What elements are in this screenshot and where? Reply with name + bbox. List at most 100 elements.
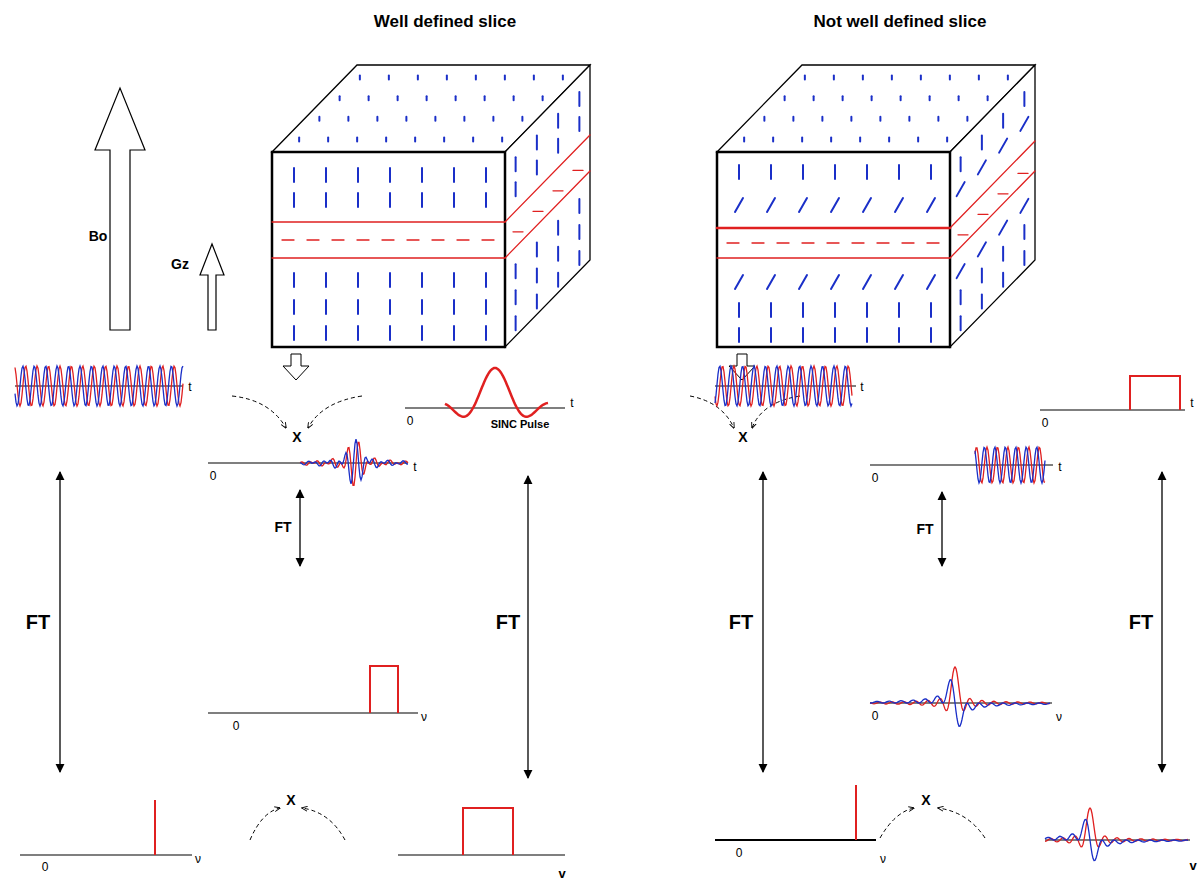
spin-arrow (958, 96, 960, 100)
spin-arrow (421, 168, 423, 182)
spin-arrow (863, 198, 871, 212)
spin-arrow (978, 75, 980, 79)
spin-arrow (898, 303, 900, 317)
generated-strokes (15, 65, 1188, 861)
slice-spin (382, 239, 394, 240)
spin-arrow (957, 182, 965, 196)
slice-spin (307, 239, 319, 240)
spin-arrow (930, 303, 932, 317)
spin-arrow (946, 138, 948, 142)
text-label: X (738, 430, 747, 445)
slice-spin (513, 231, 523, 232)
spin-arrow (492, 117, 494, 121)
spin-arrow (485, 193, 487, 207)
text-label: FT (496, 611, 520, 633)
spin-arrow (357, 168, 359, 182)
spin-arrow (434, 117, 436, 121)
spin-arrow (421, 273, 423, 287)
slice-edge (717, 227, 950, 230)
spin-arrow (834, 303, 836, 317)
spin-arrow (866, 303, 868, 317)
text-label: 0 (872, 472, 879, 485)
text-label: 0 (233, 720, 240, 733)
sinc-pulse (445, 368, 548, 417)
bo-arrow (95, 88, 145, 330)
text-label: 0 (1042, 417, 1049, 430)
spin-arrow (388, 75, 390, 79)
spin-arrow (357, 193, 359, 207)
spin-arrow (339, 96, 341, 100)
spin-arrow (891, 75, 893, 79)
cube-front (717, 152, 950, 347)
spin-arrow (536, 268, 538, 282)
spin-arrow (318, 117, 320, 121)
spin-arrow (578, 92, 580, 106)
spin-arrow (917, 138, 919, 142)
spin-arrow (999, 221, 1007, 235)
spin-arrow (293, 326, 295, 340)
text-label: ν (1056, 711, 1062, 724)
spin-arrow (515, 290, 517, 304)
spin-arrow (763, 117, 765, 121)
spin-arrow (389, 300, 391, 314)
slice-spin (533, 211, 543, 212)
spin-arrow (426, 96, 428, 100)
modulated-signal (975, 447, 1045, 483)
spin-arrow (895, 198, 903, 212)
text-label: FT (916, 522, 933, 537)
spin-arrow (772, 138, 774, 142)
spin-arrow (770, 165, 772, 179)
text-label: t (413, 461, 416, 474)
ft-arrows (60, 472, 1162, 778)
spin-arrow (536, 160, 538, 174)
spin-arrow (862, 75, 864, 79)
spin-arrow (521, 117, 523, 121)
spin-arrow (557, 221, 559, 235)
text-label: v (1189, 859, 1196, 873)
spin-arrow (900, 96, 902, 100)
spin-arrow (767, 198, 775, 212)
text-label: SINC Pulse (491, 418, 550, 430)
spin-arrow (485, 300, 487, 314)
spin-arrow (453, 193, 455, 207)
text-label: t (1058, 461, 1061, 474)
text-label: t (570, 397, 573, 410)
spin-arrow (578, 117, 580, 131)
spin-arrow (389, 273, 391, 287)
spin-arrow (578, 199, 580, 213)
spin-arrow (485, 168, 487, 182)
spin-arrow (515, 182, 517, 196)
spin-arrow (957, 264, 965, 278)
spin-arrow (421, 300, 423, 314)
spin-arrow (325, 193, 327, 207)
spin-arrow (368, 96, 370, 100)
slice-spin (727, 242, 739, 243)
spin-arrow (802, 165, 804, 179)
text-label: Not well defined slice (814, 13, 987, 32)
spin-arrow (960, 290, 962, 304)
multiply-arrows (232, 396, 985, 840)
spin-arrow (1020, 117, 1028, 131)
spin-arrow (533, 75, 535, 79)
slice-spin (998, 193, 1008, 194)
text-label: FT (729, 611, 753, 633)
spin-arrow (898, 165, 900, 179)
spin-arrow (1007, 75, 1009, 79)
spin-arrow (293, 300, 295, 314)
modulated-signal (975, 447, 1045, 483)
spin-arrow (927, 275, 935, 289)
spin-arrow (960, 157, 962, 171)
cube-front (272, 152, 505, 347)
slice-spin (777, 242, 789, 243)
spin-arrow (949, 75, 951, 79)
spin-arrow (813, 96, 815, 100)
spin-arrow (347, 117, 349, 121)
spin-arrow (485, 326, 487, 340)
spin-arrow (879, 117, 881, 121)
slice-spin (752, 242, 764, 243)
spin-arrow (325, 168, 327, 182)
spin-arrow (475, 75, 477, 79)
slice-spin (357, 239, 369, 240)
spin-arrow (833, 75, 835, 79)
spin-arrow (978, 160, 986, 174)
